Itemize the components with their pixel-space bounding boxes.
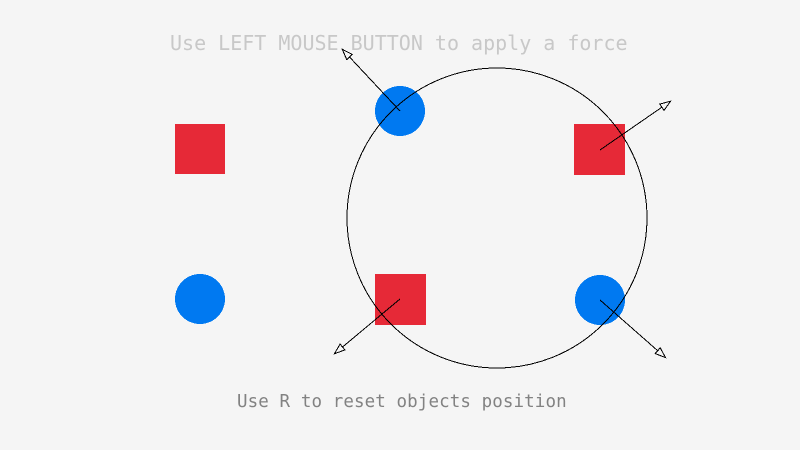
force-arrow — [599, 100, 672, 151]
force-arrow — [333, 298, 401, 355]
physics-object-square-center[interactable] — [375, 274, 426, 325]
physics-object-circle-bottom-left[interactable] — [175, 274, 225, 324]
physics-object-square-top-left[interactable] — [175, 124, 225, 174]
instruction-reset-text: Use R to reset objects position — [237, 392, 567, 412]
force-arrow — [341, 48, 401, 112]
instruction-apply-force-text: Use LEFT MOUSE BUTTON to apply a force — [170, 31, 628, 55]
force-arrow — [599, 299, 667, 359]
physics-object-square-top-right[interactable] — [574, 124, 625, 175]
boundary-circle — [346, 67, 648, 369]
